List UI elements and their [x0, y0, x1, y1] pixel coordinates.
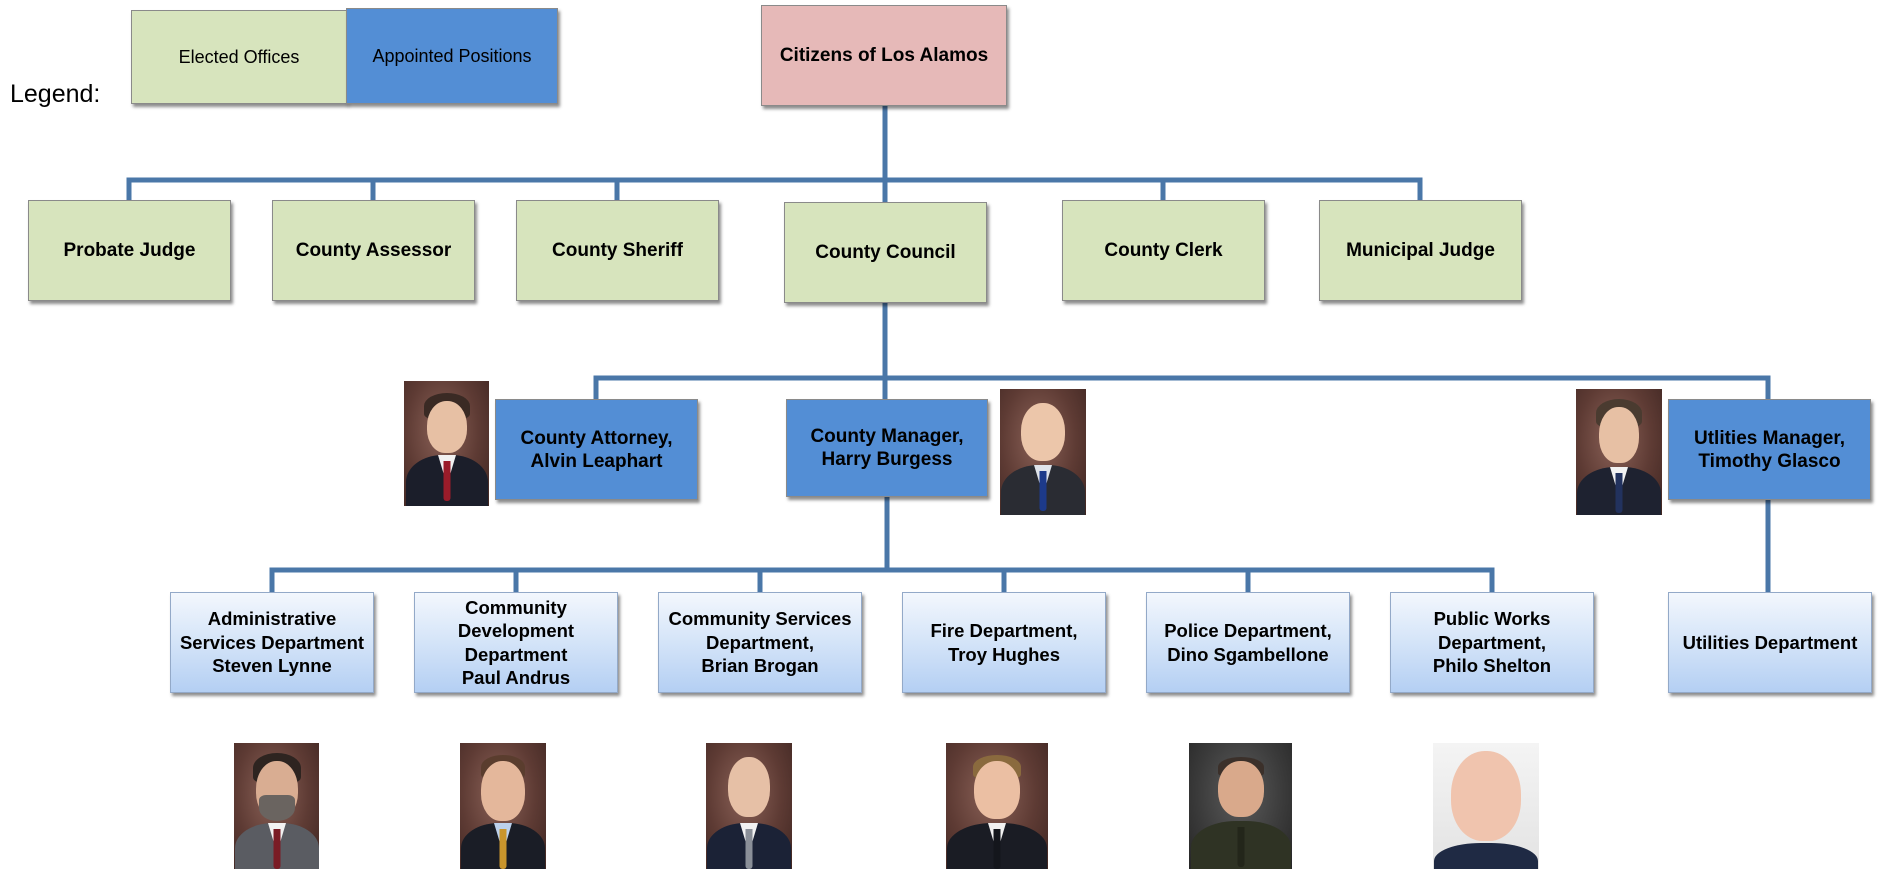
legend-appointed-label: Appointed Positions: [372, 45, 532, 66]
citizens-box: Citizens of Los Alamos: [761, 5, 1007, 106]
community-development-box: Community Development Department Paul An…: [414, 592, 618, 693]
fire-department-box: Fire Department, Troy Hughes: [902, 592, 1106, 693]
county-clerk-label: County Clerk: [1104, 240, 1223, 261]
community-services-line-2: Department,: [706, 631, 814, 653]
public-works-photo: [1433, 743, 1539, 869]
county-manager-title: County Manager,: [810, 426, 964, 447]
county-clerk-box: County Clerk: [1062, 200, 1265, 301]
community-development-line-2: Development: [457, 620, 575, 641]
probate-judge-box: Probate Judge: [28, 200, 231, 301]
admin-services-photo: [234, 743, 319, 869]
community-development-line-3: Department: [464, 643, 568, 665]
public-works-name: Philo Shelton: [1432, 655, 1552, 677]
community-services-line-1: Community Services: [668, 608, 852, 630]
county-attorney-photo: [404, 381, 489, 506]
community-services-name: Brian Brogan: [701, 655, 819, 677]
legend-label: Legend:: [10, 80, 101, 108]
fire-department-line-1: Fire Department,: [930, 620, 1078, 641]
county-manager-box: County Manager, Harry Burgess: [786, 399, 988, 497]
public-works-box: Public Works Department, Philo Shelton: [1390, 592, 1594, 693]
municipal-judge-box: Municipal Judge: [1319, 200, 1522, 301]
county-sheriff-label: County Sheriff: [552, 240, 683, 261]
county-attorney-title: County Attorney,: [520, 427, 673, 449]
police-department-line-1: Police Department,: [1164, 620, 1332, 641]
community-development-line-1: Community: [465, 596, 567, 618]
admin-services-line-1: Administrative: [207, 608, 337, 630]
community-services-box: Community Services Department, Brian Bro…: [658, 592, 862, 693]
legend-elected-offices: Elected Offices: [131, 10, 347, 104]
probate-judge-label: Probate Judge: [63, 240, 196, 261]
county-attorney-name: Alvin Leaphart: [530, 450, 663, 472]
county-council-label: County Council: [815, 242, 956, 263]
utilities-department-label: Utilities Department: [1682, 631, 1858, 653]
community-services-photo: [706, 743, 792, 869]
county-sheriff-box: County Sheriff: [516, 200, 719, 301]
fire-department-photo: [946, 743, 1048, 869]
county-manager-photo: [1000, 389, 1086, 515]
utilities-manager-title: Utlities Manager,: [1694, 427, 1845, 449]
police-department-name: Dino Sgambellone: [1167, 643, 1329, 665]
legend-elected-label: Elected Offices: [178, 46, 300, 67]
citizens-label: Citizens of Los Alamos: [779, 45, 989, 66]
utilities-department-box: Utilities Department: [1668, 592, 1872, 693]
county-assessor-label: County Assessor: [295, 240, 452, 261]
legend-appointed-positions: Appointed Positions: [346, 8, 558, 104]
admin-services-line-2: Services Department: [179, 631, 365, 653]
admin-services-name: Steven Lynne: [212, 655, 332, 677]
utilities-manager-name: Timothy Glasco: [1698, 450, 1841, 472]
county-assessor-box: County Assessor: [272, 200, 475, 301]
community-development-photo: [460, 743, 546, 869]
public-works-line-1: Public Works: [1433, 608, 1551, 630]
county-manager-name: Harry Burgess: [821, 449, 953, 470]
county-attorney-box: County Attorney, Alvin Leaphart: [495, 399, 698, 500]
utilities-manager-photo: [1576, 389, 1662, 515]
fire-department-name: Troy Hughes: [947, 643, 1061, 665]
county-council-box: County Council: [784, 202, 987, 303]
municipal-judge-label: Municipal Judge: [1346, 240, 1495, 261]
community-development-name: Paul Andrus: [461, 667, 571, 688]
public-works-line-2: Department,: [1438, 631, 1546, 653]
police-department-photo: [1189, 743, 1292, 869]
utilities-manager-box: Utlities Manager, Timothy Glasco: [1668, 399, 1871, 500]
admin-services-box: Administrative Services Department Steve…: [170, 592, 374, 693]
police-department-box: Police Department, Dino Sgambellone: [1146, 592, 1350, 693]
